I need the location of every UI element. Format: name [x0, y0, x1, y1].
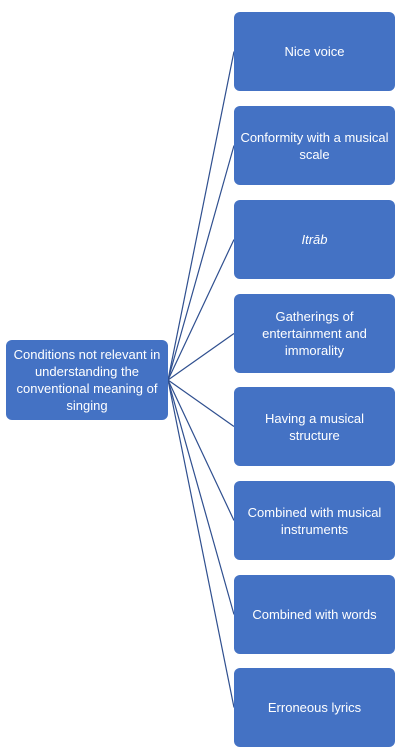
branch-node-musical-scale: Conformity with a musical scale — [234, 106, 395, 185]
branch-node-nice-voice: Nice voice — [234, 12, 395, 91]
connector-line-5 — [167, 379, 235, 521]
connector-line-4 — [167, 379, 235, 427]
branch-node-musical-structure: Having a musical structure — [234, 387, 395, 466]
connector-line-0 — [167, 51, 235, 381]
connector-line-7 — [167, 379, 235, 708]
branch-node-erroneous-lyrics: Erroneous lyrics — [234, 668, 395, 747]
connector-line-1 — [167, 145, 235, 381]
root-label: Conditions not relevant in understanding… — [13, 347, 161, 413]
branch-label: Itrāb — [301, 232, 328, 247]
root-node: Conditions not relevant in understanding… — [6, 340, 168, 420]
branch-node-musical-instruments: Combined with musical instruments — [234, 481, 395, 560]
branch-node-gatherings: Gatherings of entertainment and immorali… — [234, 294, 395, 373]
branch-label: Combined with musical instruments — [247, 504, 382, 537]
connector-line-6 — [167, 379, 235, 615]
branch-label: Nice voice — [284, 44, 345, 59]
connector-line-2 — [167, 239, 235, 381]
connector-line-3 — [167, 333, 235, 381]
branch-node-itrab: Itrāb — [234, 200, 395, 279]
branch-node-combined-with-words: Combined with words — [234, 575, 395, 654]
branch-label: Gatherings of entertainment and immorali… — [262, 309, 367, 358]
branch-label: Combined with words — [252, 607, 377, 622]
branch-label: Conformity with a musical scale — [240, 129, 389, 162]
branch-label: Erroneous lyrics — [267, 700, 362, 715]
branch-label: Having a musical structure — [265, 410, 364, 443]
